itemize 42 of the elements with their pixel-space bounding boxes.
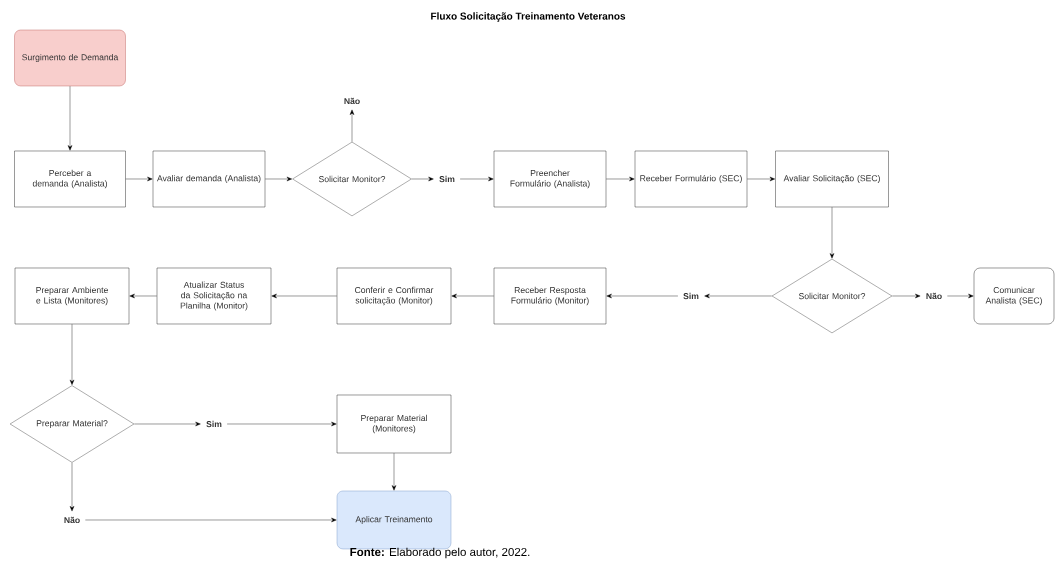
process-box: Preencher Formulário (Analista) <box>493 150 607 208</box>
arrow <box>226 421 337 427</box>
arrow <box>747 176 775 182</box>
process-box: Atualizar Status da Solicitação na Planilha (Monitor) <box>156 267 272 325</box>
branch-label: Sim <box>439 175 455 183</box>
arrow <box>829 207 835 259</box>
branch-label: Sim <box>683 292 699 300</box>
arrow <box>459 176 494 182</box>
process-box: Perceber a demanda (Analista) <box>14 150 126 208</box>
arrow <box>704 293 772 299</box>
branch-label: Sim <box>206 420 222 428</box>
arrow <box>606 176 635 182</box>
arrow <box>349 109 355 142</box>
branch-label: Não <box>64 516 80 524</box>
arrow <box>134 421 201 427</box>
arrow <box>271 293 337 299</box>
arrow <box>265 176 292 182</box>
arrow <box>892 293 921 299</box>
branch-label: Não <box>926 292 942 300</box>
process-box: Preparar Ambiente e Lista (Monitores) <box>14 267 130 325</box>
branch-label: Não <box>344 97 360 105</box>
process-box: Receber Formulário (SEC) <box>634 150 748 208</box>
title: Fluxo Solicitação Treinamento Veteranos <box>431 12 626 22</box>
arrow <box>451 293 494 299</box>
process-box: Preparar Material (Monitores) <box>336 394 452 454</box>
process-box: Conferir e Confirmar solicitação (Monitor) <box>336 267 452 325</box>
arrow <box>125 176 153 182</box>
process-box: Receber Resposta Formulário (Monitor) <box>493 267 607 325</box>
arrow <box>947 293 974 299</box>
arrow <box>129 293 157 299</box>
arrow <box>85 517 337 523</box>
arrow <box>67 86 73 151</box>
arrow <box>606 293 679 299</box>
arrow <box>411 176 434 182</box>
start-box: Surgimento de Demanda <box>14 29 126 87</box>
caption: Fonte: Elaborado pelo autor, 2022. <box>350 547 530 559</box>
terminal-box: Comunicar Analista (SEC) <box>973 267 1055 325</box>
process-box: Avaliar Solicitação (SEC) <box>775 150 889 208</box>
arrow <box>391 453 397 491</box>
process-box: Avaliar demanda (Analista) <box>152 150 266 208</box>
arrow <box>69 324 75 385</box>
arrow <box>69 462 75 512</box>
